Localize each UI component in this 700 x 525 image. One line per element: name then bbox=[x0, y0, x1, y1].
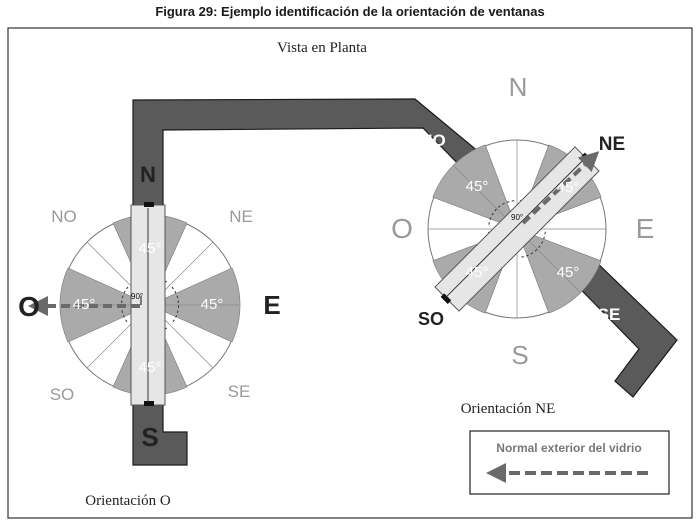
left-label-no: NO bbox=[51, 207, 77, 226]
right-label-n: N bbox=[509, 72, 528, 102]
svg-text:45°: 45° bbox=[466, 264, 489, 281]
left-label-e: E bbox=[263, 290, 280, 320]
left-compass: 90° 45° 45° 45° 45° N S E O NO NE SO SE bbox=[18, 162, 281, 452]
right-caption: Orientación NE bbox=[461, 401, 556, 417]
right-normal-arrow bbox=[521, 151, 600, 225]
legend-label: Normal exterior del vidrio bbox=[496, 441, 641, 455]
left-sector-label-s: 45° bbox=[139, 359, 162, 376]
left-label-o: O bbox=[18, 291, 40, 322]
left-label-n: N bbox=[140, 162, 156, 187]
figure-frame bbox=[7, 27, 693, 519]
right-label-no: NO bbox=[420, 131, 446, 150]
legend-box: Normal exterior del vidrio bbox=[469, 430, 670, 495]
right-compass: 90° 45° 45° 45° 45° N S E O NO NE SO SE bbox=[391, 72, 655, 370]
svg-text:45°: 45° bbox=[557, 264, 580, 281]
figure-title: Figura 29: Ejemplo identificación de la … bbox=[155, 4, 545, 19]
left-sector-label-o: 45° bbox=[73, 296, 96, 313]
right-label-ne: NE bbox=[599, 134, 625, 155]
left-label-so: SO bbox=[50, 385, 75, 404]
right-label-o: O bbox=[391, 213, 413, 244]
left-label-s: S bbox=[141, 422, 158, 452]
plan-label: Vista en Planta bbox=[277, 40, 367, 56]
right-label-se: SE bbox=[598, 305, 621, 324]
left-sector-label-n: 45° bbox=[139, 240, 162, 257]
left-label-se: SE bbox=[228, 382, 251, 401]
svg-text:90°: 90° bbox=[131, 292, 143, 301]
left-label-ne: NE bbox=[229, 207, 253, 226]
left-sector-label-e: 45° bbox=[201, 296, 224, 313]
right-label-so: SO bbox=[418, 309, 444, 329]
svg-text:45°: 45° bbox=[466, 178, 489, 195]
svg-text:90°: 90° bbox=[511, 213, 523, 222]
right-label-s: S bbox=[511, 340, 528, 370]
right-label-e: E bbox=[636, 213, 655, 244]
left-caption: Orientación O bbox=[85, 493, 171, 509]
svg-text:45°: 45° bbox=[557, 179, 580, 196]
